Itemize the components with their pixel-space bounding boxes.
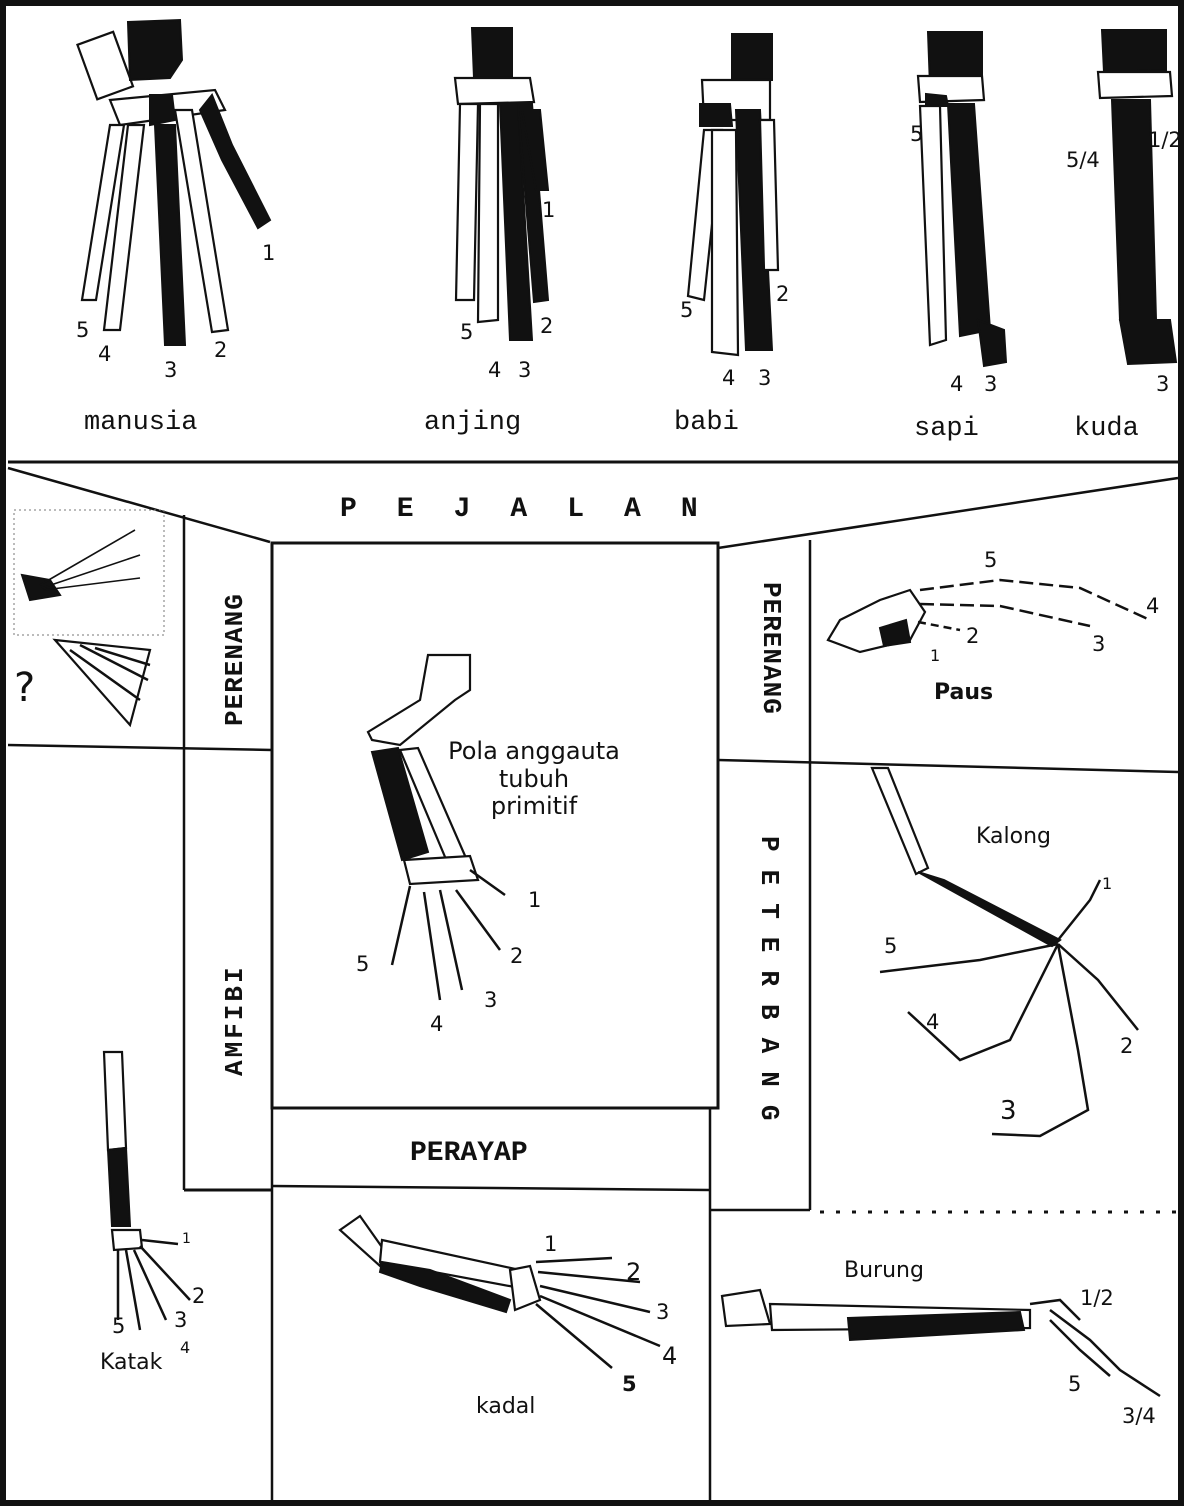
kalong-digit-4: 4 xyxy=(926,1012,939,1033)
anjing-digit-1: 1 xyxy=(542,200,555,221)
kadal-digit-5: 5 xyxy=(622,1374,637,1395)
katak-digit-3: 3 xyxy=(174,1310,187,1331)
paus-digit-3: 3 xyxy=(1092,634,1105,655)
babi-digit-5: 5 xyxy=(680,300,693,321)
center-digit-1: 1 xyxy=(528,890,541,911)
unknown-wing-skeleton xyxy=(14,510,164,725)
sapi-digit-3: 3 xyxy=(984,374,997,395)
manusia-digit-4: 4 xyxy=(98,344,111,365)
katak-digit-2: 2 xyxy=(192,1286,205,1307)
unknown-question-mark: ? xyxy=(14,668,35,708)
sapi-digit-5: 5 xyxy=(910,124,923,145)
katak-digit-5: 5 xyxy=(112,1316,125,1337)
manusia-digit-1: 1 xyxy=(262,243,275,264)
kalong-digit-1: 1 xyxy=(1102,876,1112,892)
babi-digit-2: 2 xyxy=(776,284,789,305)
center-title-line-2: tubuh xyxy=(424,766,644,794)
kadal-digit-1: 1 xyxy=(544,1234,557,1255)
label-katak: Katak xyxy=(100,1352,162,1374)
category-amfibi: AMFIBI xyxy=(220,964,250,1076)
kuda-digit-5-4: 5/4 xyxy=(1066,150,1100,171)
paus-digit-2: 2 xyxy=(966,626,979,647)
center-digit-2: 2 xyxy=(510,946,523,967)
manusia-digit-2: 2 xyxy=(214,340,227,361)
katak-digit-4: 4 xyxy=(180,1340,190,1356)
kuda-digit-1-2: 1/2 xyxy=(1148,130,1182,151)
kadal-digit-3: 3 xyxy=(656,1302,669,1323)
label-kalong: Kalong xyxy=(976,826,1051,848)
kalong-digit-3: 3 xyxy=(1000,1098,1017,1124)
burung-digit-3-4: 3/4 xyxy=(1122,1406,1156,1427)
center-title: Pola anggauta tubuh primitif xyxy=(424,738,644,821)
anjing-digit-4: 4 xyxy=(488,360,501,381)
label-burung: Burung xyxy=(844,1260,924,1282)
label-anjing: anjing xyxy=(424,410,521,437)
kadal-digit-2: 2 xyxy=(626,1260,641,1284)
babi-foot-skeleton xyxy=(688,34,778,355)
center-title-line-1: Pola anggauta xyxy=(424,738,644,766)
katak-digit-1: 1 xyxy=(182,1232,191,1246)
anjing-digit-3: 3 xyxy=(518,360,531,381)
kalong-digit-5: 5 xyxy=(884,936,897,957)
sapi-digit-4: 4 xyxy=(950,374,963,395)
paus-digit-5: 5 xyxy=(984,550,997,571)
manusia-hand-skeleton xyxy=(77,20,270,345)
kadal-digit-4: 4 xyxy=(662,1344,677,1368)
kuda-digit-3: 3 xyxy=(1156,374,1169,395)
kuda-foot-skeleton xyxy=(1098,30,1176,364)
center-digit-3: 3 xyxy=(484,990,497,1011)
anjing-paw-skeleton xyxy=(455,28,548,340)
anjing-digit-5: 5 xyxy=(460,322,473,343)
manusia-digit-5: 5 xyxy=(76,320,89,341)
label-kadal: kadal xyxy=(476,1396,535,1418)
category-perenang-left: PERENANG xyxy=(220,593,250,726)
paus-digit-4: 4 xyxy=(1146,596,1159,617)
category-perenang-right: PERENANG xyxy=(756,582,786,715)
paus-digit-1: 1 xyxy=(930,648,940,664)
center-title-line-3: primitif xyxy=(424,793,644,821)
burung-digit-1-2: 1/2 xyxy=(1080,1288,1114,1309)
sapi-foot-skeleton xyxy=(918,32,1006,366)
kadal-arm-skeleton xyxy=(340,1216,660,1368)
babi-digit-3: 3 xyxy=(758,368,771,389)
center-digit-4: 4 xyxy=(430,1014,443,1035)
manusia-digit-3: 3 xyxy=(164,360,177,381)
babi-digit-4: 4 xyxy=(722,368,735,389)
label-babi: babi xyxy=(674,410,739,437)
center-digit-5: 5 xyxy=(356,954,369,975)
category-peterbang: PETERBANG xyxy=(754,836,784,1138)
label-kuda: kuda xyxy=(1074,416,1139,443)
primitive-limb-skeleton xyxy=(368,655,505,1000)
anjing-digit-2: 2 xyxy=(540,316,553,337)
category-pejalan: PEJALAN xyxy=(340,494,738,525)
burung-digit-5: 5 xyxy=(1068,1374,1081,1395)
label-manusia: manusia xyxy=(84,410,197,437)
kalong-digit-2: 2 xyxy=(1120,1036,1133,1057)
katak-arm-skeleton xyxy=(104,1052,190,1330)
category-perayap: PERAYAP xyxy=(410,1140,528,1168)
label-sapi: sapi xyxy=(914,416,979,443)
label-paus: Paus xyxy=(934,682,993,704)
